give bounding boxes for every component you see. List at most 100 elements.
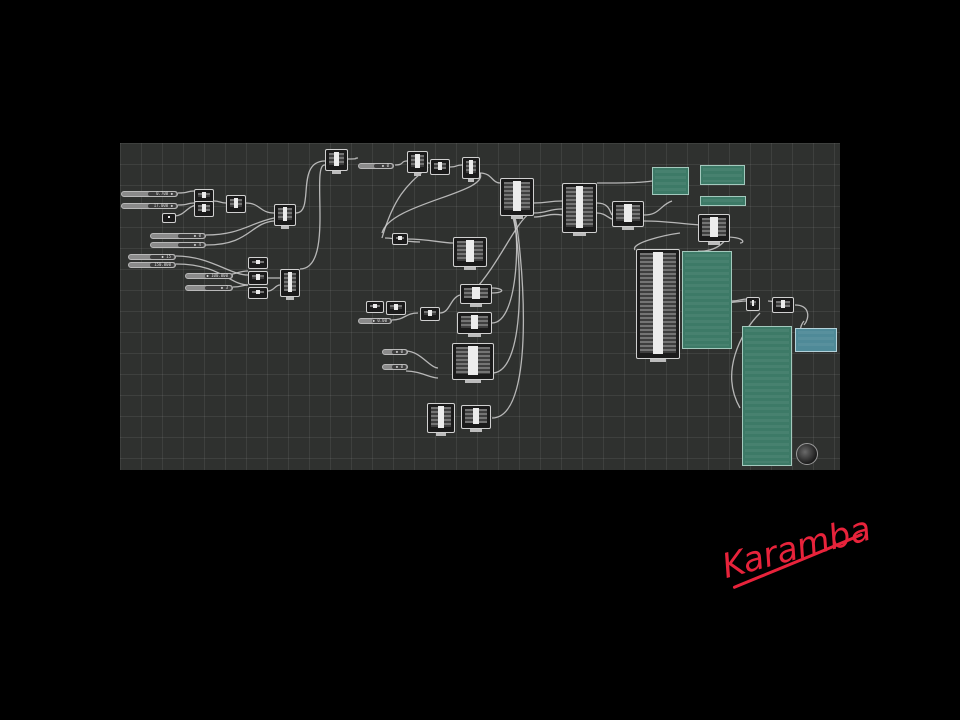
number-slider[interactable]: ◆ 0 bbox=[382, 364, 408, 370]
component-node[interactable] bbox=[612, 201, 644, 230]
wire bbox=[533, 213, 563, 218]
component-node[interactable] bbox=[325, 149, 348, 174]
wire bbox=[205, 220, 275, 246]
component-node[interactable] bbox=[366, 301, 384, 313]
component-node[interactable] bbox=[407, 151, 428, 176]
component-node[interactable] bbox=[386, 301, 406, 315]
karamba-logo: Karamba bbox=[718, 509, 872, 589]
data-panel[interactable] bbox=[682, 251, 732, 349]
slider-value: ◆ 4 bbox=[193, 242, 201, 247]
component-node[interactable] bbox=[636, 249, 680, 362]
wire bbox=[449, 164, 463, 168]
component-node[interactable] bbox=[162, 213, 176, 223]
slider-value: ◆ 0 bbox=[193, 233, 201, 238]
wire bbox=[405, 350, 439, 369]
wire bbox=[471, 212, 531, 294]
wire bbox=[405, 370, 439, 379]
wire bbox=[245, 202, 275, 214]
slider-value: 150.000 bbox=[154, 262, 171, 267]
component-node[interactable] bbox=[460, 284, 492, 307]
component-node[interactable] bbox=[772, 297, 794, 313]
number-slider[interactable]: ◆ 100.000 bbox=[185, 273, 233, 279]
component-node[interactable] bbox=[392, 233, 408, 245]
data-panel[interactable] bbox=[652, 167, 689, 195]
component-node[interactable] bbox=[453, 237, 487, 270]
wire bbox=[347, 157, 359, 160]
slider-value: 0.708 ◆ bbox=[156, 191, 173, 196]
wire-layer bbox=[174, 157, 809, 419]
wire bbox=[491, 214, 521, 374]
data-panel[interactable] bbox=[700, 165, 745, 185]
wire bbox=[232, 284, 249, 288]
slider-value: ◆ 3 bbox=[220, 285, 228, 290]
wire bbox=[439, 294, 461, 314]
karamba-logo-text: Karamba bbox=[718, 509, 872, 587]
wire bbox=[533, 208, 563, 214]
wire bbox=[643, 200, 673, 216]
wire bbox=[213, 200, 227, 204]
component-node[interactable] bbox=[274, 204, 296, 229]
navigation-knob[interactable] bbox=[796, 443, 818, 465]
logo-underline bbox=[732, 533, 863, 589]
component-node[interactable] bbox=[461, 405, 491, 432]
slider-value: ◆ 0 bbox=[395, 364, 403, 369]
number-slider[interactable]: 0.708 ◆ bbox=[121, 191, 178, 197]
wire bbox=[391, 312, 419, 321]
wire bbox=[394, 160, 408, 166]
component-node[interactable] bbox=[248, 257, 268, 269]
number-slider[interactable]: ◆ 0 bbox=[150, 233, 206, 239]
wire bbox=[491, 217, 525, 419]
component-node[interactable] bbox=[452, 343, 494, 383]
data-panel[interactable] bbox=[795, 328, 837, 352]
component-node[interactable] bbox=[248, 271, 268, 285]
wire bbox=[634, 232, 681, 251]
wire bbox=[295, 160, 326, 214]
component-node[interactable] bbox=[427, 403, 455, 436]
wire bbox=[381, 172, 482, 234]
wire bbox=[596, 212, 613, 220]
slider-value: ◆ 0 bbox=[395, 349, 403, 354]
wire bbox=[491, 212, 518, 324]
wire bbox=[731, 312, 761, 409]
number-slider[interactable]: ◆ 0 bbox=[358, 163, 394, 169]
component-node[interactable] bbox=[698, 214, 730, 245]
number-slider[interactable]: ◆ 0 bbox=[382, 349, 408, 355]
component-node[interactable] bbox=[457, 312, 492, 337]
component-node[interactable] bbox=[746, 297, 760, 311]
number-slider[interactable]: ◆ 0.00 bbox=[358, 318, 392, 324]
component-node[interactable] bbox=[280, 269, 300, 300]
wire bbox=[479, 172, 501, 184]
number-slider[interactable]: ◆ 15 bbox=[128, 254, 176, 260]
wire bbox=[533, 200, 563, 204]
wire bbox=[205, 217, 275, 236]
number-slider[interactable]: 150.000 bbox=[128, 262, 176, 268]
grasshopper-canvas[interactable]: 0.708 ◆ 17.000 ◆ ◆ 0 ◆ 4 ◆ 15 150.000 ◆ … bbox=[120, 143, 840, 470]
component-node[interactable] bbox=[500, 178, 534, 219]
slider-value: 17.000 ◆ bbox=[153, 203, 173, 208]
slider-value: ◆ 0 bbox=[381, 163, 389, 168]
slider-value: ◆ 100.000 bbox=[206, 273, 228, 278]
wire bbox=[596, 202, 613, 216]
component-node[interactable] bbox=[462, 157, 480, 182]
wire bbox=[794, 304, 809, 326]
slider-value: ◆ 15 bbox=[161, 254, 171, 259]
wire bbox=[177, 202, 195, 206]
data-panel[interactable] bbox=[742, 326, 792, 466]
number-slider[interactable]: 17.000 ◆ bbox=[121, 203, 178, 209]
component-node[interactable] bbox=[248, 287, 268, 299]
component-node[interactable] bbox=[194, 201, 214, 217]
wire bbox=[596, 180, 653, 184]
number-slider[interactable]: ◆ 3 bbox=[185, 285, 233, 291]
wire bbox=[643, 220, 701, 226]
data-panel[interactable] bbox=[700, 196, 746, 206]
wire bbox=[177, 190, 195, 194]
number-slider[interactable]: ◆ 4 bbox=[150, 242, 206, 248]
wire bbox=[267, 284, 281, 292]
wire bbox=[299, 164, 326, 270]
wire bbox=[405, 238, 454, 244]
component-node[interactable] bbox=[562, 183, 597, 236]
component-node[interactable] bbox=[420, 307, 440, 321]
wire bbox=[381, 166, 429, 239]
component-node[interactable] bbox=[430, 159, 450, 175]
component-node[interactable] bbox=[226, 195, 246, 213]
